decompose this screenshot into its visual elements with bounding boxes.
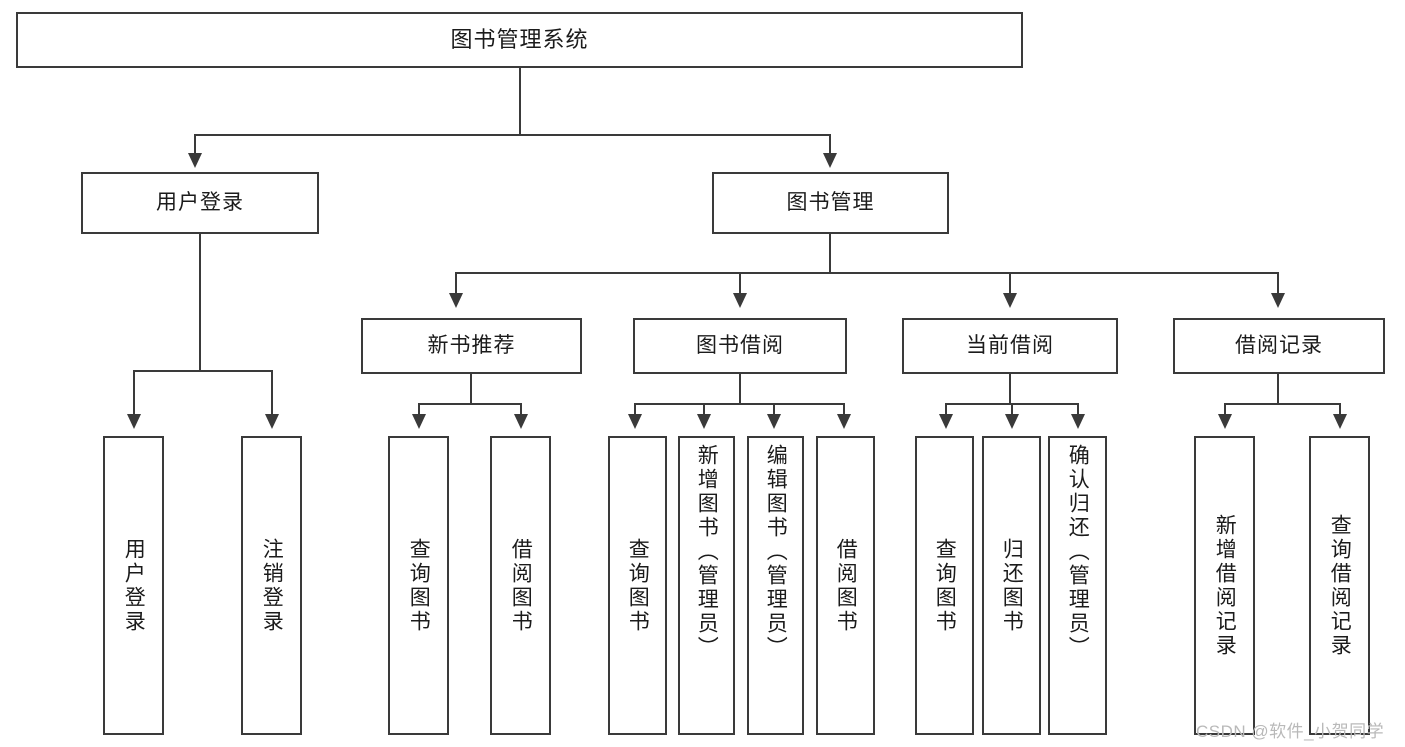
leaf-add-borrow-record[interactable]: 新增借阅记录 [1194,436,1255,735]
connector-root-to-user-login [194,134,196,154]
arrowhead-borrow-record [1271,293,1285,308]
leaf-query-book[interactable]: 查询图书 [608,436,667,735]
node-borrow-record[interactable]: 借阅记录 [1173,318,1385,374]
arrowhead-nb-leaf-2 [514,414,528,429]
node-label: 图书借阅 [696,333,784,357]
node-book-borrow[interactable]: 图书借阅 [633,318,847,374]
connector-user-login-right [271,370,273,416]
leaf-borrow-book[interactable]: 借阅图书 [816,436,875,735]
connector-new-book-bar [418,403,522,405]
connector-cb-drop-1 [945,403,947,417]
leaf-label: 注销登录 [260,537,284,634]
node-book-management-system[interactable]: 图书管理系统 [16,12,1023,68]
leaf-query-borrow-record[interactable]: 查询借阅记录 [1309,436,1370,735]
connector-bb-drop-2 [703,403,705,417]
leaf-label: 用户登录 [122,537,146,634]
arrowhead-bb-leaf-4 [837,414,851,429]
leaf-label: 归还图书 [1000,537,1024,634]
arrowhead-leaf-logout [265,414,279,429]
arrowhead-user-login [188,153,202,168]
arrowhead-br-leaf-2 [1333,414,1347,429]
connector-borrow-record-stem [1277,374,1279,404]
connector-root-stem [519,68,521,135]
connector-cb-drop-3 [1077,403,1079,417]
leaf-edit-book-admin[interactable]: 编辑图书（管理员） [747,436,804,735]
leaf-confirm-return-admin[interactable]: 确认归还（管理员） [1048,436,1107,735]
connector-level2-bar [455,272,1279,274]
connector-book-management-stem [829,234,831,273]
arrowhead-book-management [823,153,837,168]
node-label: 图书管理系统 [450,27,589,53]
leaf-logout[interactable]: 注销登录 [241,436,302,735]
connector-root-to-book-management [829,134,831,154]
node-label: 借阅记录 [1235,333,1323,357]
leaf-query-book-current[interactable]: 查询图书 [915,436,974,735]
connector-user-login-left [133,370,135,416]
node-new-book-recommend[interactable]: 新书推荐 [361,318,582,374]
connector-current-borrow-stem [1009,374,1011,404]
connector-bb-drop-1 [634,403,636,417]
connector-br-drop-2 [1339,403,1341,417]
leaf-label: 新增借阅记录 [1213,513,1237,658]
arrowhead-current-borrow [1003,293,1017,308]
arrowhead-bb-leaf-1 [628,414,642,429]
arrowhead-cb-leaf-2 [1005,414,1019,429]
arrowhead-nb-leaf-1 [412,414,426,429]
connector-user-login-bar [133,370,271,372]
connector-level2-drop-2 [739,272,741,295]
node-label: 图书管理 [786,190,875,214]
connector-root-bar [194,134,831,136]
connector-bb-drop-3 [773,403,775,417]
connector-user-login-stem [199,234,201,371]
arrowhead-cb-leaf-3 [1071,414,1085,429]
node-book-management[interactable]: 图书管理 [712,172,949,234]
connector-new-book-stem [470,374,472,404]
connector-level2-drop-1 [455,272,457,295]
leaf-label: 借阅图书 [834,537,858,634]
leaf-user-login[interactable]: 用户登录 [103,436,164,735]
arrowhead-bb-leaf-3 [767,414,781,429]
connector-new-book-left [418,403,420,417]
leaf-label: 借阅图书 [509,537,533,634]
node-label: 新书推荐 [427,333,516,357]
connector-bb-drop-4 [843,403,845,417]
leaf-label: 查询图书 [933,537,957,634]
connector-level2-drop-4 [1277,272,1279,295]
connector-book-borrow-bar [634,403,845,405]
leaf-label: 新增图书（管理员） [695,444,719,660]
leaf-label: 编辑图书（管理员） [764,444,788,660]
connector-level2-drop-3 [1009,272,1011,295]
connector-new-book-right [520,403,522,417]
leaf-label: 查询借阅记录 [1328,513,1352,658]
leaf-label: 查询图书 [626,537,650,634]
leaf-label: 确认归还（管理员） [1066,444,1090,660]
connector-borrow-record-bar [1224,403,1341,405]
connector-br-drop-1 [1224,403,1226,417]
leaf-query-book-recommend[interactable]: 查询图书 [388,436,449,735]
leaf-borrow-book-recommend[interactable]: 借阅图书 [490,436,551,735]
arrowhead-br-leaf-1 [1218,414,1232,429]
leaf-label: 查询图书 [407,537,431,634]
leaf-return-book[interactable]: 归还图书 [982,436,1041,735]
node-label: 用户登录 [156,190,244,214]
arrowhead-bb-leaf-2 [697,414,711,429]
node-label: 当前借阅 [966,333,1054,357]
node-current-borrow[interactable]: 当前借阅 [902,318,1118,374]
connector-cb-drop-2 [1011,403,1013,417]
arrowhead-book-borrow [733,293,747,308]
connector-book-borrow-stem [739,374,741,404]
arrowhead-cb-leaf-1 [939,414,953,429]
arrowhead-leaf-user-login [127,414,141,429]
node-user-login[interactable]: 用户登录 [81,172,319,234]
leaf-add-book-admin[interactable]: 新增图书（管理员） [678,436,735,735]
arrowhead-new-book-recommend [449,293,463,308]
